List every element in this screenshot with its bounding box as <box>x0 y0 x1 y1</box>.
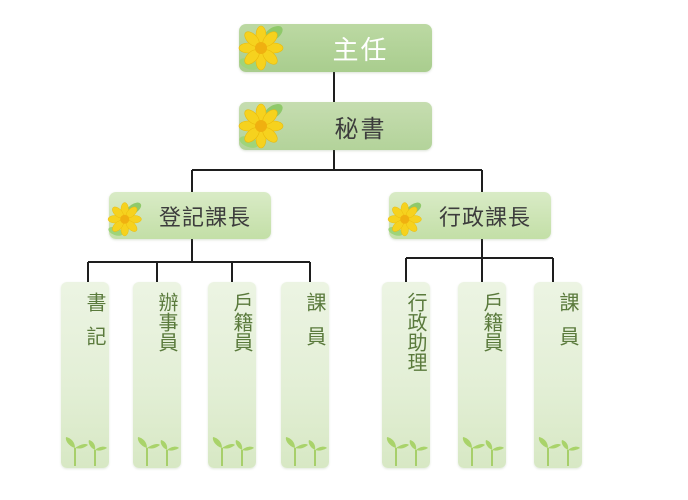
node-admin-chief-label: 行政課長 <box>438 205 531 231</box>
node-registry-chief-label: 登記課長 <box>158 205 251 231</box>
staff-column-label: 書記 <box>83 292 107 360</box>
node-secretary-label: 秘書 <box>334 114 387 143</box>
staff-column-household-registrar: 戶籍員 <box>208 282 256 468</box>
staff-column-clerk: 書記 <box>61 282 109 468</box>
flower-icon <box>238 25 284 71</box>
staff-column-admin-assistant: 行政助理 <box>382 282 430 468</box>
flower-icon <box>238 103 284 149</box>
staff-column-household-registrar: 戶籍員 <box>458 282 506 468</box>
sprout-icon <box>538 437 580 466</box>
staff-column-label: 行政助理 <box>404 292 428 372</box>
staff-column-label: 辦事員 <box>155 292 179 352</box>
node-director: 主任 <box>238 24 432 72</box>
node-director-label: 主任 <box>332 35 389 66</box>
staff-column-label: 戶籍員 <box>230 292 254 352</box>
node-admin-chief: 行政課長 <box>387 192 551 239</box>
staff-column-section-staff: 課員 <box>281 282 329 468</box>
flower-icon <box>387 202 422 237</box>
staff-column-label: 課員 <box>303 292 327 360</box>
node-registry-chief: 登記課長 <box>107 192 271 239</box>
sprout-icon <box>65 437 107 466</box>
sprout-icon <box>462 437 504 466</box>
staff-column-label: 戶籍員 <box>480 292 504 352</box>
staff-column-section-staff: 課員 <box>534 282 582 468</box>
sprout-icon <box>137 437 179 466</box>
node-secretary: 秘書 <box>238 102 432 150</box>
flower-icon <box>107 202 142 237</box>
sprout-icon <box>212 437 254 466</box>
sprout-icon <box>285 437 327 466</box>
staff-column-officer: 辦事員 <box>133 282 181 468</box>
staff-column-label: 課員 <box>556 292 580 360</box>
sprout-icon <box>386 437 428 466</box>
